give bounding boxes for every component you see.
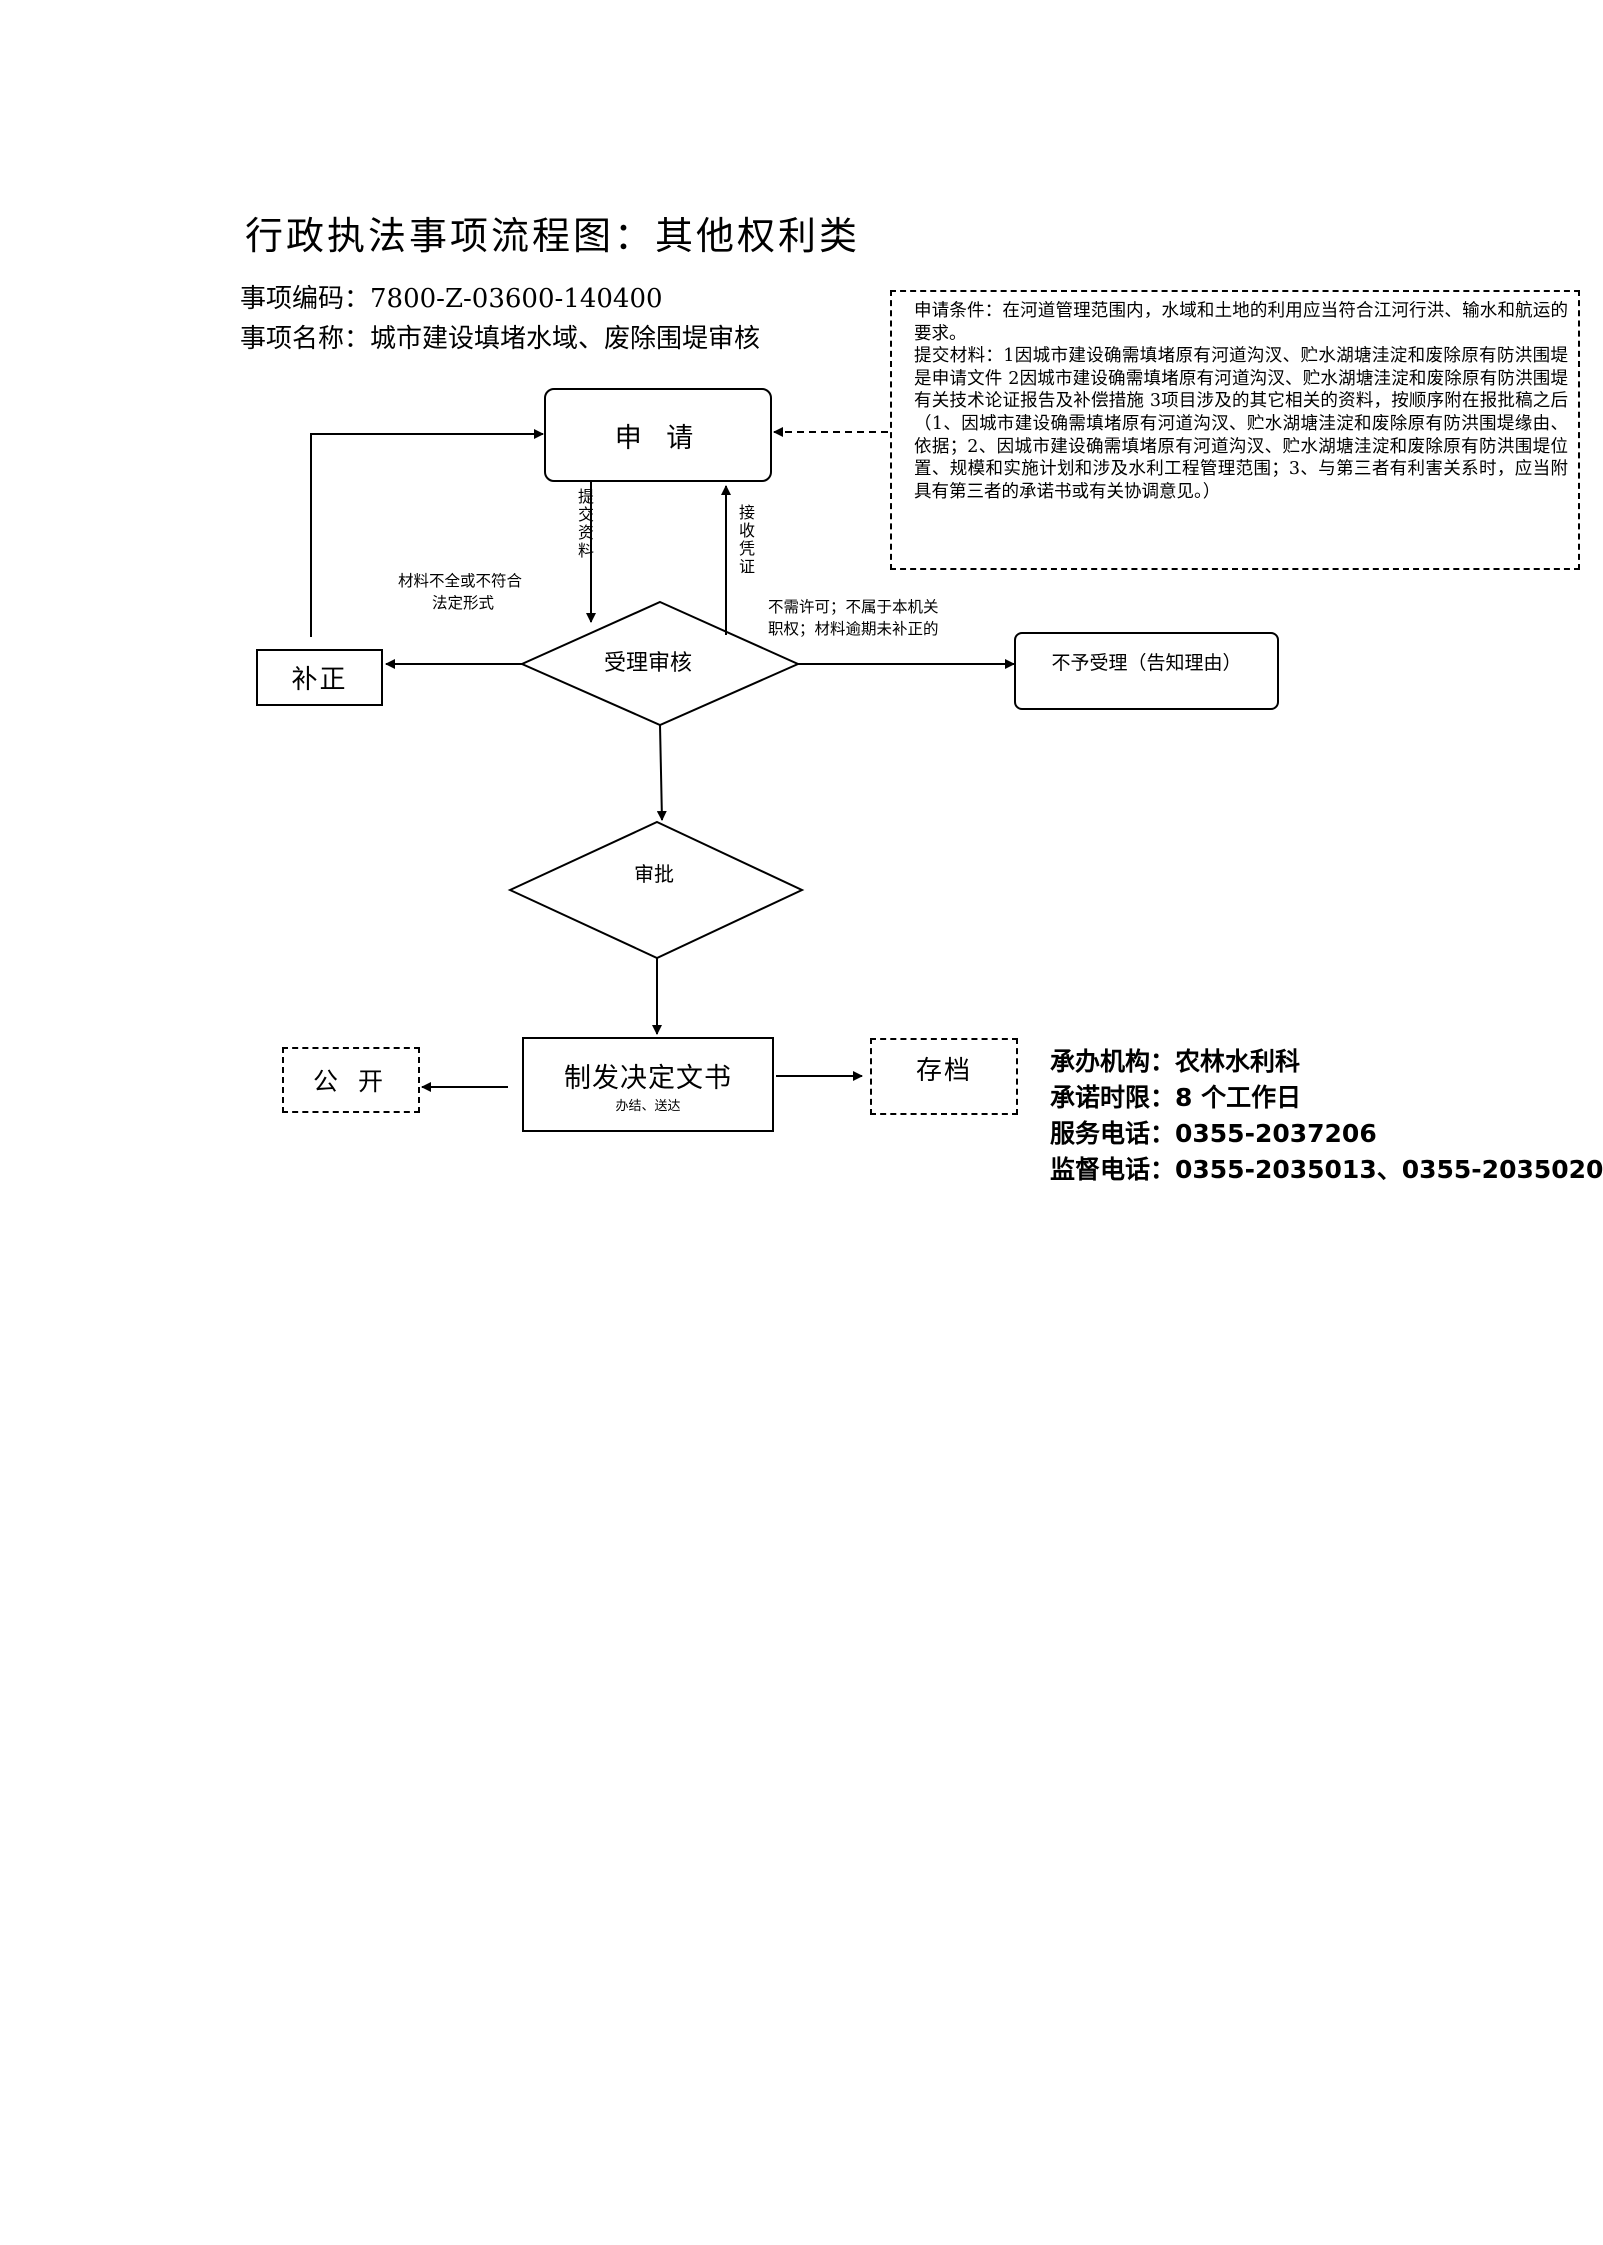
page-title: 行政执法事项流程图：其他权利类 <box>245 214 861 258</box>
handling-agency: 承办机构：农林水利科 <box>1050 1047 1301 1076</box>
submit-materials: 提交材料：1因城市建设确需填堵原有河道沟汊、贮水湖塘洼淀和废除原有防洪围堤是申请… <box>914 346 1568 502</box>
reject-reason-label-1: 不需许可；不属于本机关 <box>768 598 939 616</box>
archive-node: 存档 <box>870 1038 1018 1115</box>
archive-label: 存档 <box>915 1056 972 1086</box>
time-limit: 承诺时限：8 个工作日 <box>1050 1083 1302 1112</box>
publish-label: 公 开 <box>313 1067 389 1096</box>
correct-node: 补正 <box>256 649 383 706</box>
reject-label: 不予受理（告知理由） <box>1051 652 1242 674</box>
apply-label: 申 请 <box>614 422 702 454</box>
reject-reason-label-2: 职权；材料逾期未补正的 <box>768 620 939 638</box>
apply-conditions: 申请条件：在河道管理范围内，水域和土地的利用应当符合江河行洪、输水和航运的要求。 <box>914 301 1568 344</box>
conditions-box: 申请条件：在河道管理范围内，水域和土地的利用应当符合江河行洪、输水和航运的要求。… <box>890 290 1580 570</box>
approve-diamond <box>507 820 805 960</box>
incomplete-label-1: 材料不全或不符合 <box>398 572 523 590</box>
item-code: 事项编码：7800-Z-03600-140400 <box>240 284 663 314</box>
incomplete-label-2: 法定形式 <box>432 594 495 612</box>
correct-label: 补正 <box>291 665 348 695</box>
submit-materials-label: 提交资料 <box>575 488 594 560</box>
supervision-phone: 监督电话：0355-2035013、0355-2035020 <box>1050 1155 1603 1184</box>
review-label: 受理审核 <box>604 651 693 676</box>
decision-label: 制发决定文书 <box>564 1062 732 1094</box>
approve-label: 审批 <box>634 862 674 886</box>
reject-node: 不予受理（告知理由） <box>1014 632 1279 710</box>
decision-sub-label: 办结、送达 <box>615 1098 681 1114</box>
item-name: 事项名称：城市建设填堵水域、废除围堤审核 <box>240 324 761 354</box>
receive-receipt-label: 接收凭证 <box>736 504 755 576</box>
service-phone: 服务电话：0355-2037206 <box>1050 1119 1377 1148</box>
to-approve-arrow <box>656 724 667 821</box>
decision-node: 制发决定文书 办结、送达 <box>522 1037 774 1132</box>
correct-loop-arrow <box>310 429 544 637</box>
apply-node: 申 请 <box>544 388 772 482</box>
publish-node: 公 开 <box>282 1047 420 1113</box>
